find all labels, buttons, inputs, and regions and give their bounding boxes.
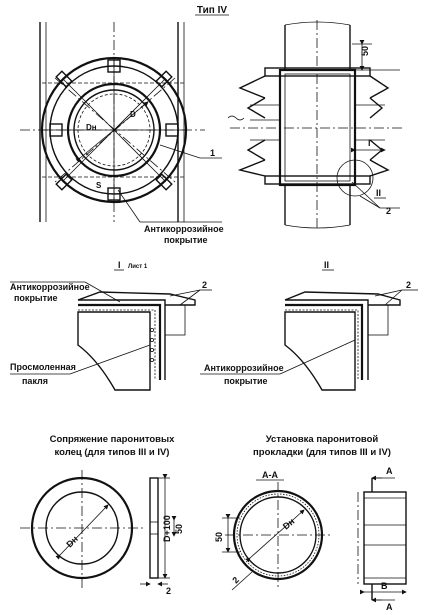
detail-II-coating-line1: Антикоррозийное [204,363,284,373]
gasket-caption-line1: Установка паронитовой [266,434,379,445]
detail-I-coating-line1: Антикоррозийное [10,282,90,292]
detail-II-label: II [324,260,329,270]
coating-leader [117,189,141,223]
detail-I-coating-leader [84,281,121,303]
cut-a-bottom: А [386,602,393,612]
gasket-dim-b: В [381,581,388,591]
dim-s-label: S [96,181,102,190]
gasket-caption-line2: прокладки (для типов III и IV) [253,447,391,458]
plan-view [20,22,205,222]
gasket-dim-50: 50 [214,532,224,542]
ring-joint-caption-line1: Сопряжение паронитовых [50,434,176,445]
section-label-AA: А-А [262,470,278,480]
elevation-view [227,20,405,230]
detail-I-section [77,291,196,391]
ring-dim-d100: D+100 [162,515,172,542]
detail-II-section [284,291,401,391]
leader-label-1: 1 [210,148,215,158]
cut-a-top: А [386,466,393,476]
detail-I-label: I [118,260,121,270]
detail-I-leader-2: 2 [202,280,207,290]
ring-dim-50: 50 [174,524,184,534]
detail-II-leader-2: 2 [406,280,411,290]
detail-I-sheet-ref: Лист 1 [128,264,148,270]
detail-I-tow-line2: пакля [22,376,48,386]
coating-label-line1: Антикоррозийное [144,224,224,234]
elev-dim-l: l [368,138,371,148]
ring-joint-caption-line2: колец (для типов III и IV) [55,447,170,458]
callout-II: II [376,188,381,198]
dim-dn-label: Dн [86,123,97,132]
ring-joint-drawing [20,470,177,590]
drawing-title: Тип IV [197,5,227,16]
ring-dim-2: 2 [166,586,171,596]
detail-II-coating-line2: покрытие [224,376,268,386]
detail-I-coating-line2: покрытие [14,293,58,303]
elev-leader-2: 2 [386,206,391,216]
detail-I-tow-line1: Просмоленная [10,362,76,372]
detail-II-coating-leader [279,339,356,375]
leader-line-1 [159,144,201,159]
gasket-section [222,482,333,591]
elev-dim-50: 50 [360,46,370,56]
coating-label-line2: покрытие [164,235,208,245]
gasket-dim-2: 2 [230,575,241,586]
detail-I-tow-leader [69,344,151,375]
gasket-elevation [357,475,407,603]
dim-d-label: D [130,110,136,119]
